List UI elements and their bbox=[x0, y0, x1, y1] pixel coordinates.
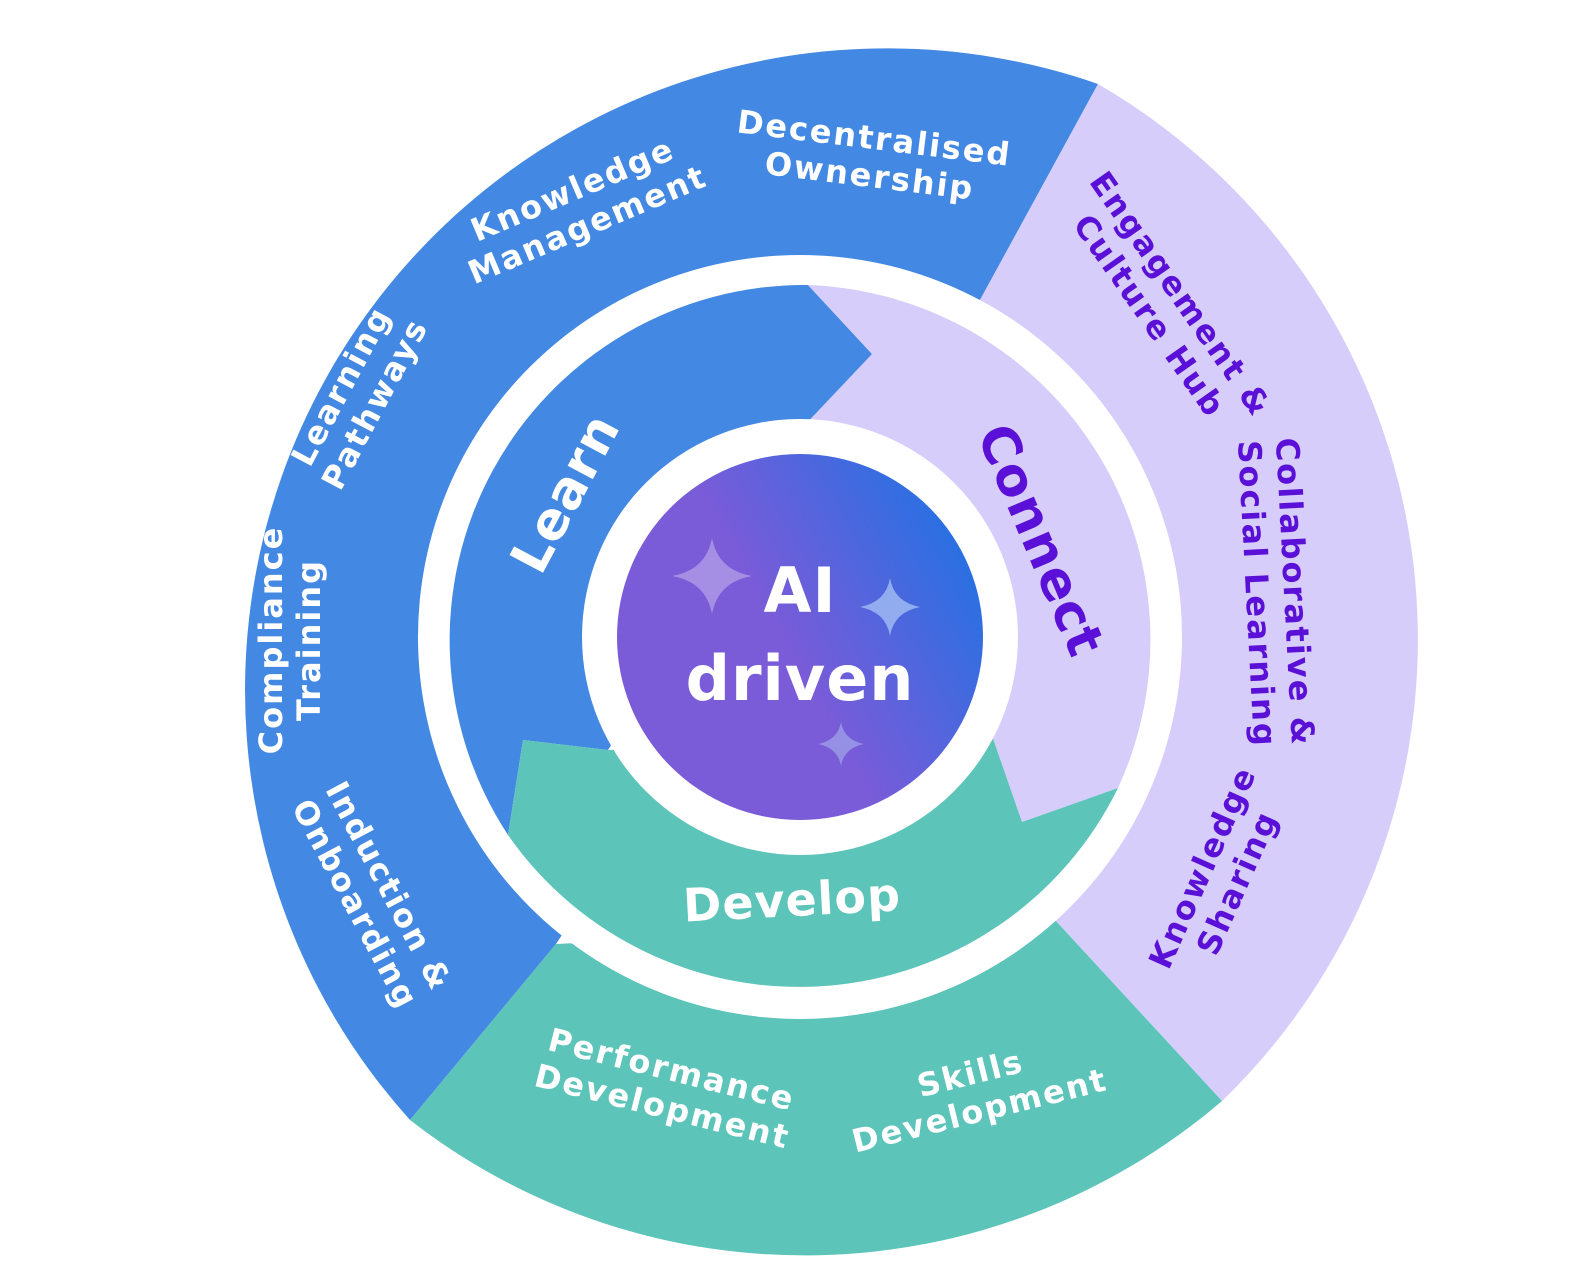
core-circle bbox=[617, 454, 983, 820]
svg-text:Compliance: Compliance bbox=[252, 526, 290, 755]
core-title-line1: AI bbox=[763, 554, 836, 627]
sparkle-icon-medium bbox=[860, 578, 920, 636]
sparkle-icon-small bbox=[818, 722, 864, 766]
item-collaborative-social-learning: Collaborative & Social Learning bbox=[1230, 437, 1322, 749]
outer-segment-develop bbox=[410, 920, 1222, 1256]
core-title-line2: driven bbox=[686, 642, 915, 715]
svg-text:Training: Training bbox=[290, 559, 328, 721]
sparkle-icon-large bbox=[672, 538, 752, 614]
develop-label: Develop bbox=[682, 867, 902, 932]
item-compliance-training: Compliance Training bbox=[252, 526, 328, 755]
